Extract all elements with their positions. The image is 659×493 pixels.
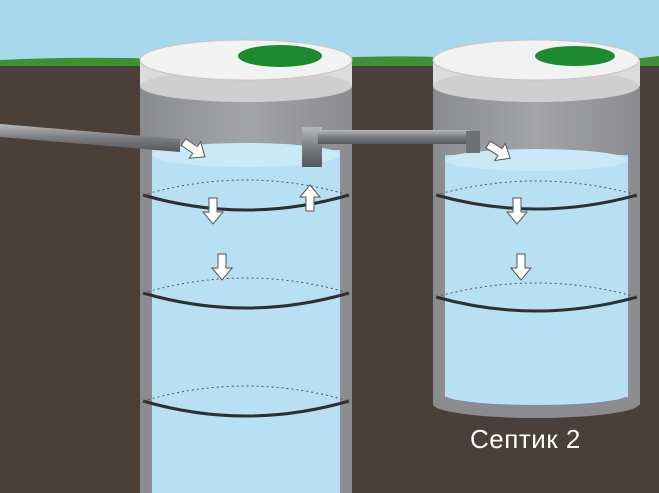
tank-1-ring-joint xyxy=(142,399,350,418)
inlet-pipe xyxy=(0,124,180,152)
tank-2-hatch xyxy=(535,46,615,66)
tank-1-ring-joint xyxy=(142,193,350,212)
tank-1-hatch xyxy=(238,45,322,67)
tank-2-water-bottom xyxy=(445,385,627,405)
tank-2-lid-bottom xyxy=(433,70,639,102)
overflow-pipe xyxy=(302,127,480,167)
tank-2-ring-joint xyxy=(435,193,638,211)
tank-1-ring-joint xyxy=(142,291,350,310)
tank-1-lid-bottom xyxy=(140,70,352,102)
tank-2-water-surface xyxy=(445,149,627,171)
tank-2-ring-joint xyxy=(435,295,638,313)
septic-tank-1 xyxy=(139,39,353,493)
septic-2-label: Септик 2 xyxy=(470,424,581,454)
tank-2-water xyxy=(445,155,628,397)
septic-tank-2 xyxy=(432,39,640,418)
